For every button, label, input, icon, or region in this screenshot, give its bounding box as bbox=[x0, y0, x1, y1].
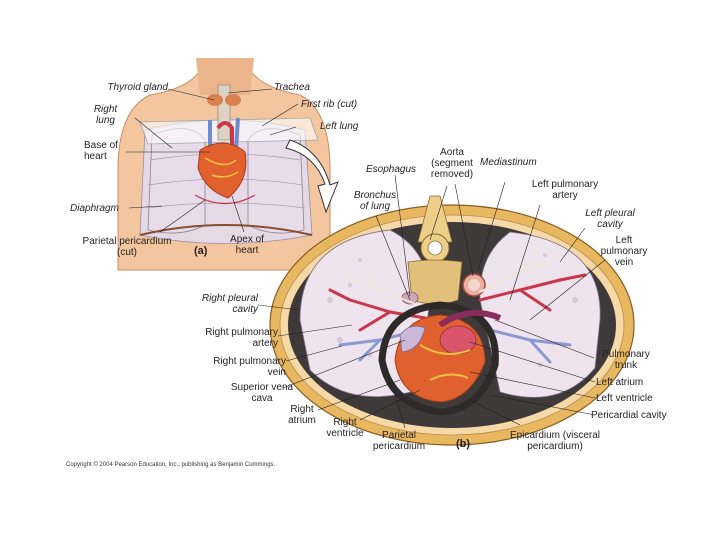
label-first-rib: First rib (cut) bbox=[301, 99, 358, 110]
label-thyroid-gland: Thyroid gland bbox=[107, 82, 168, 93]
label-left-pleural-cavity: Left pleural cavity bbox=[585, 208, 635, 230]
label-apex-of-heart: Apex of heart bbox=[230, 234, 264, 256]
label-left-lung: Left lung bbox=[320, 121, 359, 132]
panel-b-label: (b) bbox=[456, 438, 471, 450]
label-right-pulmonary-artery: Right pulmonary artery bbox=[205, 327, 278, 349]
label-mediastinum: Mediastinum bbox=[480, 157, 537, 168]
label-left-atrium: Left atrium bbox=[596, 377, 644, 388]
panel-a-label: (a) bbox=[194, 245, 208, 257]
label-right-ventricle: Right ventricle bbox=[326, 417, 364, 439]
torso-illustration bbox=[117, 58, 339, 271]
label-epicardium: Epicardium (visceral pericardium) bbox=[509, 430, 601, 452]
label-aorta: Aorta (segment removed) bbox=[430, 147, 474, 180]
label-parietal-pericardium: Parietal pericardium bbox=[372, 430, 426, 452]
label-trachea: Trachea bbox=[274, 82, 310, 93]
label-left-ventricle: Left ventricle bbox=[596, 393, 653, 404]
label-right-atrium: Right atrium bbox=[288, 404, 316, 426]
label-pericardial-cavity: Pericardial cavity bbox=[591, 410, 667, 421]
label-right-pulmonary-vein: Right pulmonary vein bbox=[213, 356, 286, 378]
cross-section-illustration bbox=[269, 195, 635, 446]
label-pulmonary-trunk: Pulmonary trunk bbox=[602, 349, 650, 371]
leader-lines-a bbox=[126, 88, 299, 233]
copyright-notice: Copyright © 2004 Pearson Education, Inc.… bbox=[66, 462, 276, 468]
label-left-pulmonary-artery: Left pulmonary artery bbox=[531, 179, 599, 201]
label-right-pleural-cavity: Right pleural cavity bbox=[201, 293, 258, 315]
label-parietal-pericardium-cut: Parietal pericardium (cut) bbox=[82, 236, 172, 258]
label-diaphragm: Diaphragm bbox=[70, 203, 119, 214]
leader-lines-b bbox=[257, 174, 606, 429]
label-left-pulmonary-vein: Left pulmonary vein bbox=[600, 235, 648, 268]
label-superior-vena-cava: Superior vena cava bbox=[230, 382, 294, 404]
label-bronchus-of-lung: Bronchus of lung bbox=[353, 190, 397, 212]
label-right-lung: Right lung bbox=[93, 104, 118, 126]
label-esophagus: Esophagus bbox=[366, 164, 417, 175]
label-base-of-heart: Base of heart bbox=[84, 140, 118, 162]
